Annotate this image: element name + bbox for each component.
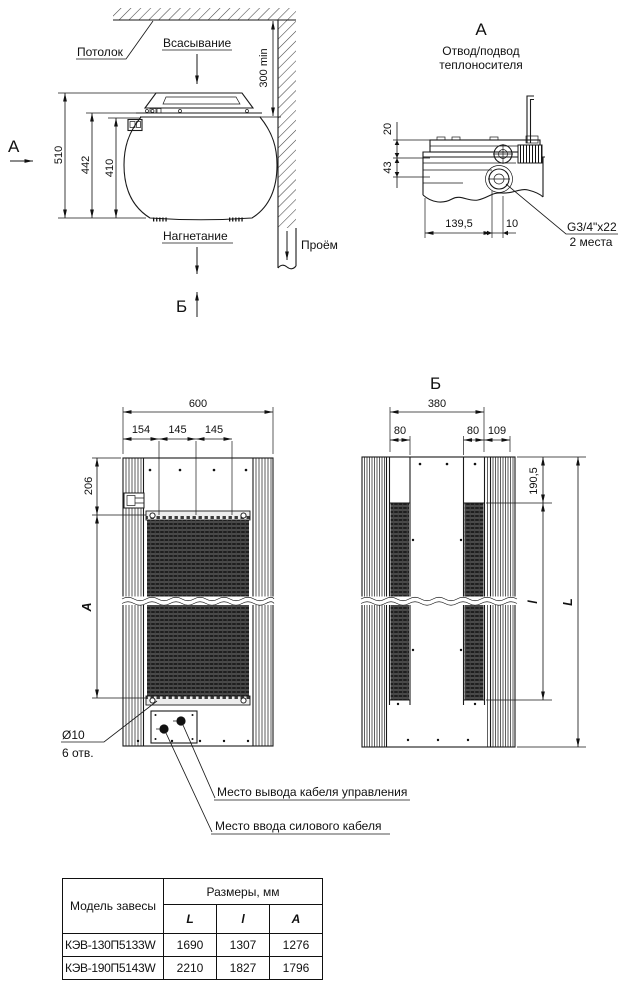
- size-header-cell: Размеры, мм: [163, 878, 323, 905]
- power-cable-gland: [159, 724, 169, 734]
- view-a-subtitle1: Отвод/подвод: [442, 44, 519, 58]
- dim-380: 380: [428, 398, 446, 410]
- dim-80b: 80: [467, 425, 479, 437]
- dim-L: L: [561, 598, 575, 606]
- dim-300min: 300 min: [258, 48, 270, 87]
- ceiling-label: Потолок: [77, 45, 124, 59]
- table-row: КЭВ-190П5143W 2210 1827 1796: [62, 956, 323, 980]
- model-cell: КЭВ-190П5143W: [62, 956, 164, 980]
- value-l: 1307: [216, 933, 270, 957]
- dim-20: 20: [382, 123, 394, 135]
- dim-109: 109: [488, 425, 506, 437]
- value-L: 1690: [163, 933, 217, 957]
- col-header-L: L: [163, 904, 217, 934]
- discharge-label: Нагнетание: [163, 229, 228, 243]
- section-b-marker: Б: [176, 297, 187, 316]
- power-cable-label: Место ввода силового кабеля: [215, 819, 381, 833]
- dim-206: 206: [83, 477, 95, 495]
- dim-A: A: [80, 602, 94, 612]
- thread-places: 2 места: [570, 235, 613, 249]
- table-row: КЭВ-130П5133W 1690 1307 1276: [62, 933, 323, 957]
- view-b: Б 380 80 80 109 190,5 l L: [360, 374, 586, 748]
- dim-145a: 145: [168, 424, 186, 436]
- opening-label: Проём: [301, 238, 338, 252]
- dim-139-5: 139,5: [445, 218, 473, 230]
- value-A: 1276: [269, 933, 323, 957]
- view-a-subtitle2: теплоносителя: [439, 58, 522, 72]
- dim-300-ref: 410: [104, 159, 116, 177]
- control-cable-label: Место вывода кабеля управления: [217, 785, 407, 799]
- value-L: 2210: [163, 956, 217, 980]
- holes-count: 6 отв.: [62, 746, 94, 760]
- view-a-body: [422, 95, 545, 203]
- dim-43: 43: [382, 161, 394, 173]
- dim-190-5: 190,5: [528, 467, 540, 495]
- holes-diameter: Ø10: [62, 728, 85, 742]
- dim-154: 154: [132, 424, 150, 436]
- front-view: 600 154 145 145 206 A Ø10 6 отв.: [61, 398, 275, 760]
- unit-side-silhouette: [123, 92, 278, 222]
- dim-10: 10: [506, 218, 518, 230]
- side-view: Проём 510 442 410 300 min Потолок: [8, 8, 338, 317]
- model-header-cell: Модель завесы: [62, 878, 164, 934]
- view-b-title: Б: [430, 374, 441, 393]
- dim-145b: 145: [205, 424, 223, 436]
- cable-callouts: Место вывода кабеля управления Место вво…: [165, 724, 410, 835]
- dim-442: 442: [80, 156, 92, 174]
- dim-510: 510: [53, 146, 65, 164]
- dim-600: 600: [189, 398, 207, 410]
- view-a-title: А: [475, 20, 487, 39]
- section-a-marker: А: [8, 137, 20, 156]
- view-a: А Отвод/подвод теплоносителя: [382, 20, 618, 249]
- control-cable-gland: [176, 716, 186, 726]
- suction-label: Всасывание: [163, 36, 232, 50]
- model-cell: КЭВ-130П5133W: [62, 933, 164, 957]
- value-A: 1796: [269, 956, 323, 980]
- col-header-l: l: [216, 904, 270, 934]
- dim-l: l: [526, 600, 540, 604]
- wall-break-line: [277, 264, 297, 270]
- col-header-A: A: [269, 904, 323, 934]
- dim-80a: 80: [394, 425, 406, 437]
- dimensions-table: Модель завесы Размеры, мм L l A КЭВ-130П…: [62, 878, 323, 980]
- thread-label: G3/4"x22: [567, 220, 617, 234]
- drawing-canvas: Проём 510 442 410 300 min Потолок: [8, 8, 618, 835]
- value-l: 1827: [216, 956, 270, 980]
